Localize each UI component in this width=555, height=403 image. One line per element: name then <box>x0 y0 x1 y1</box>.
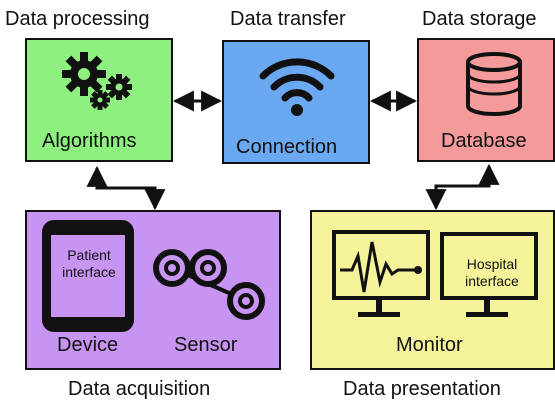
algorithms-label: Algorithms <box>42 130 137 152</box>
connection-label: Connection <box>236 136 338 158</box>
connector-database-presentation <box>425 163 500 211</box>
connection-box: Connection <box>222 40 370 164</box>
label-data-storage: Data storage <box>422 8 537 30</box>
tablet-screen: Patient interface <box>50 234 126 318</box>
database-label: Database <box>441 130 527 152</box>
device-label: Device <box>57 334 119 356</box>
monitor-label: Monitor <box>396 334 463 356</box>
gears-icon <box>62 52 132 110</box>
tablet-icon: Patient interface <box>42 220 134 332</box>
connector-algorithms-acquisition <box>86 165 166 211</box>
sensor-label: Sensor <box>174 334 238 356</box>
label-data-acquisition: Data acquisition <box>68 378 211 400</box>
tablet-screen-text: Patient interface <box>62 247 116 280</box>
database-box: Database <box>417 38 555 162</box>
label-data-processing: Data processing <box>5 8 150 30</box>
ecg-monitor-icon <box>332 230 430 317</box>
database-icon <box>466 52 522 116</box>
sensor-chain-icon <box>153 249 265 320</box>
label-data-presentation: Data presentation <box>343 378 501 400</box>
algorithms-box: Algorithms <box>25 38 173 162</box>
hospital-screen-text: Hospital interface <box>465 256 519 289</box>
label-data-transfer: Data transfer <box>230 8 346 30</box>
wifi-icon <box>259 58 335 116</box>
hospital-screen-icon <box>440 232 538 317</box>
acquisition-box: Patient interface Device Sensor <box>25 210 281 370</box>
presentation-box: Hospital interface Monitor <box>310 210 555 370</box>
